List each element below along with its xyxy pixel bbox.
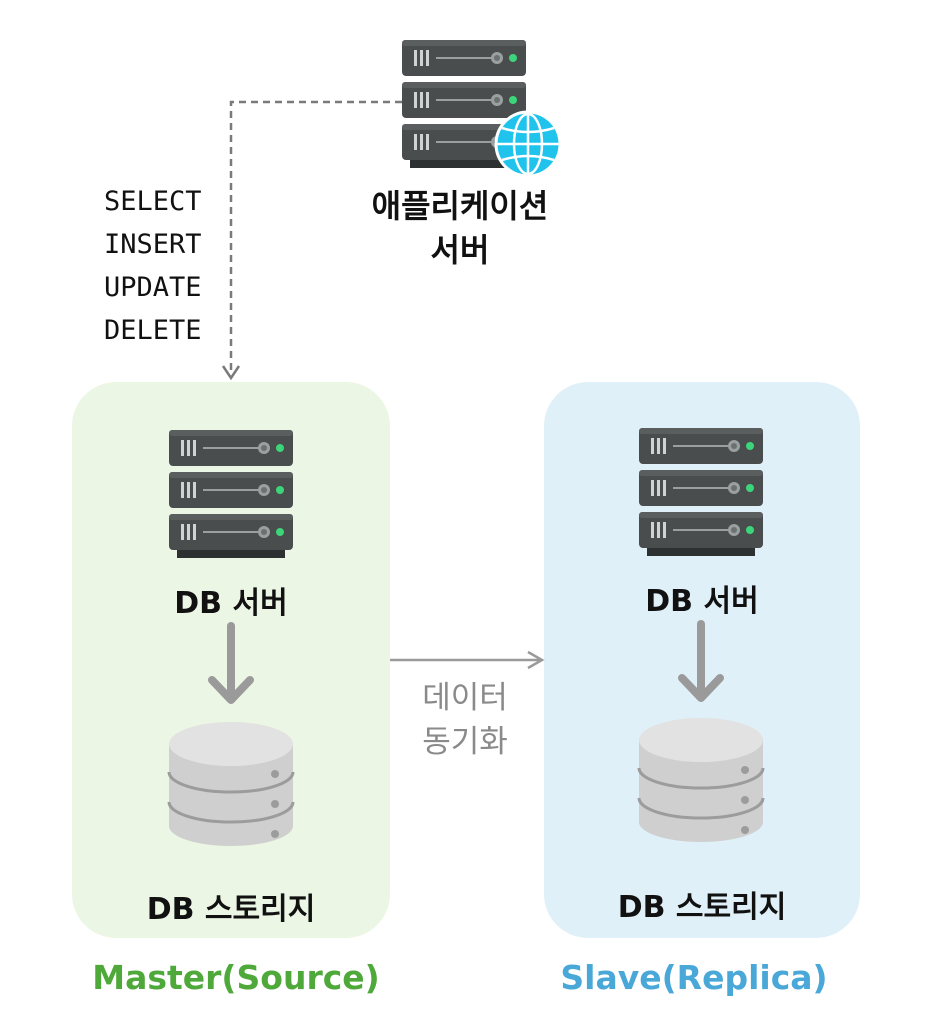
replication-label: 데이터 동기화 bbox=[390, 676, 540, 764]
replication-label-line1: 데이터 bbox=[422, 680, 508, 716]
slave-db-storage-label: DB 스토리지 bbox=[617, 890, 787, 925]
master-db-storage-label: DB 스토리지 bbox=[146, 892, 316, 927]
app-server-label: 애플리케이션 서버 bbox=[340, 184, 580, 272]
replication-label-line2: 동기화 bbox=[422, 724, 508, 760]
app-server-label-line2: 서버 bbox=[430, 231, 490, 269]
app-server-label-line1: 애플리케이션 bbox=[371, 187, 549, 225]
query-arrow bbox=[221, 100, 402, 381]
slave-db-server-label: DB 서버 bbox=[645, 584, 759, 619]
master-caption: Master(Source) bbox=[92, 958, 380, 997]
replication-arrow bbox=[390, 650, 545, 670]
globe-icon bbox=[494, 110, 562, 178]
query-update: UPDATE bbox=[104, 272, 202, 303]
slave-db-storage-icon bbox=[637, 716, 765, 844]
master-down-arrow bbox=[208, 622, 254, 704]
query-insert: INSERT bbox=[104, 229, 202, 260]
query-delete: DELETE bbox=[104, 315, 202, 346]
master-db-server-label: DB 서버 bbox=[174, 586, 288, 621]
slave-down-arrow bbox=[678, 620, 724, 702]
query-select: SELECT bbox=[104, 186, 202, 217]
query-list: SELECT INSERT UPDATE DELETE bbox=[104, 180, 244, 352]
master-db-server-icon bbox=[169, 430, 293, 558]
master-db-storage-icon bbox=[167, 720, 295, 848]
slave-db-server-icon bbox=[639, 428, 763, 556]
slave-caption: Slave(Replica) bbox=[560, 958, 828, 997]
